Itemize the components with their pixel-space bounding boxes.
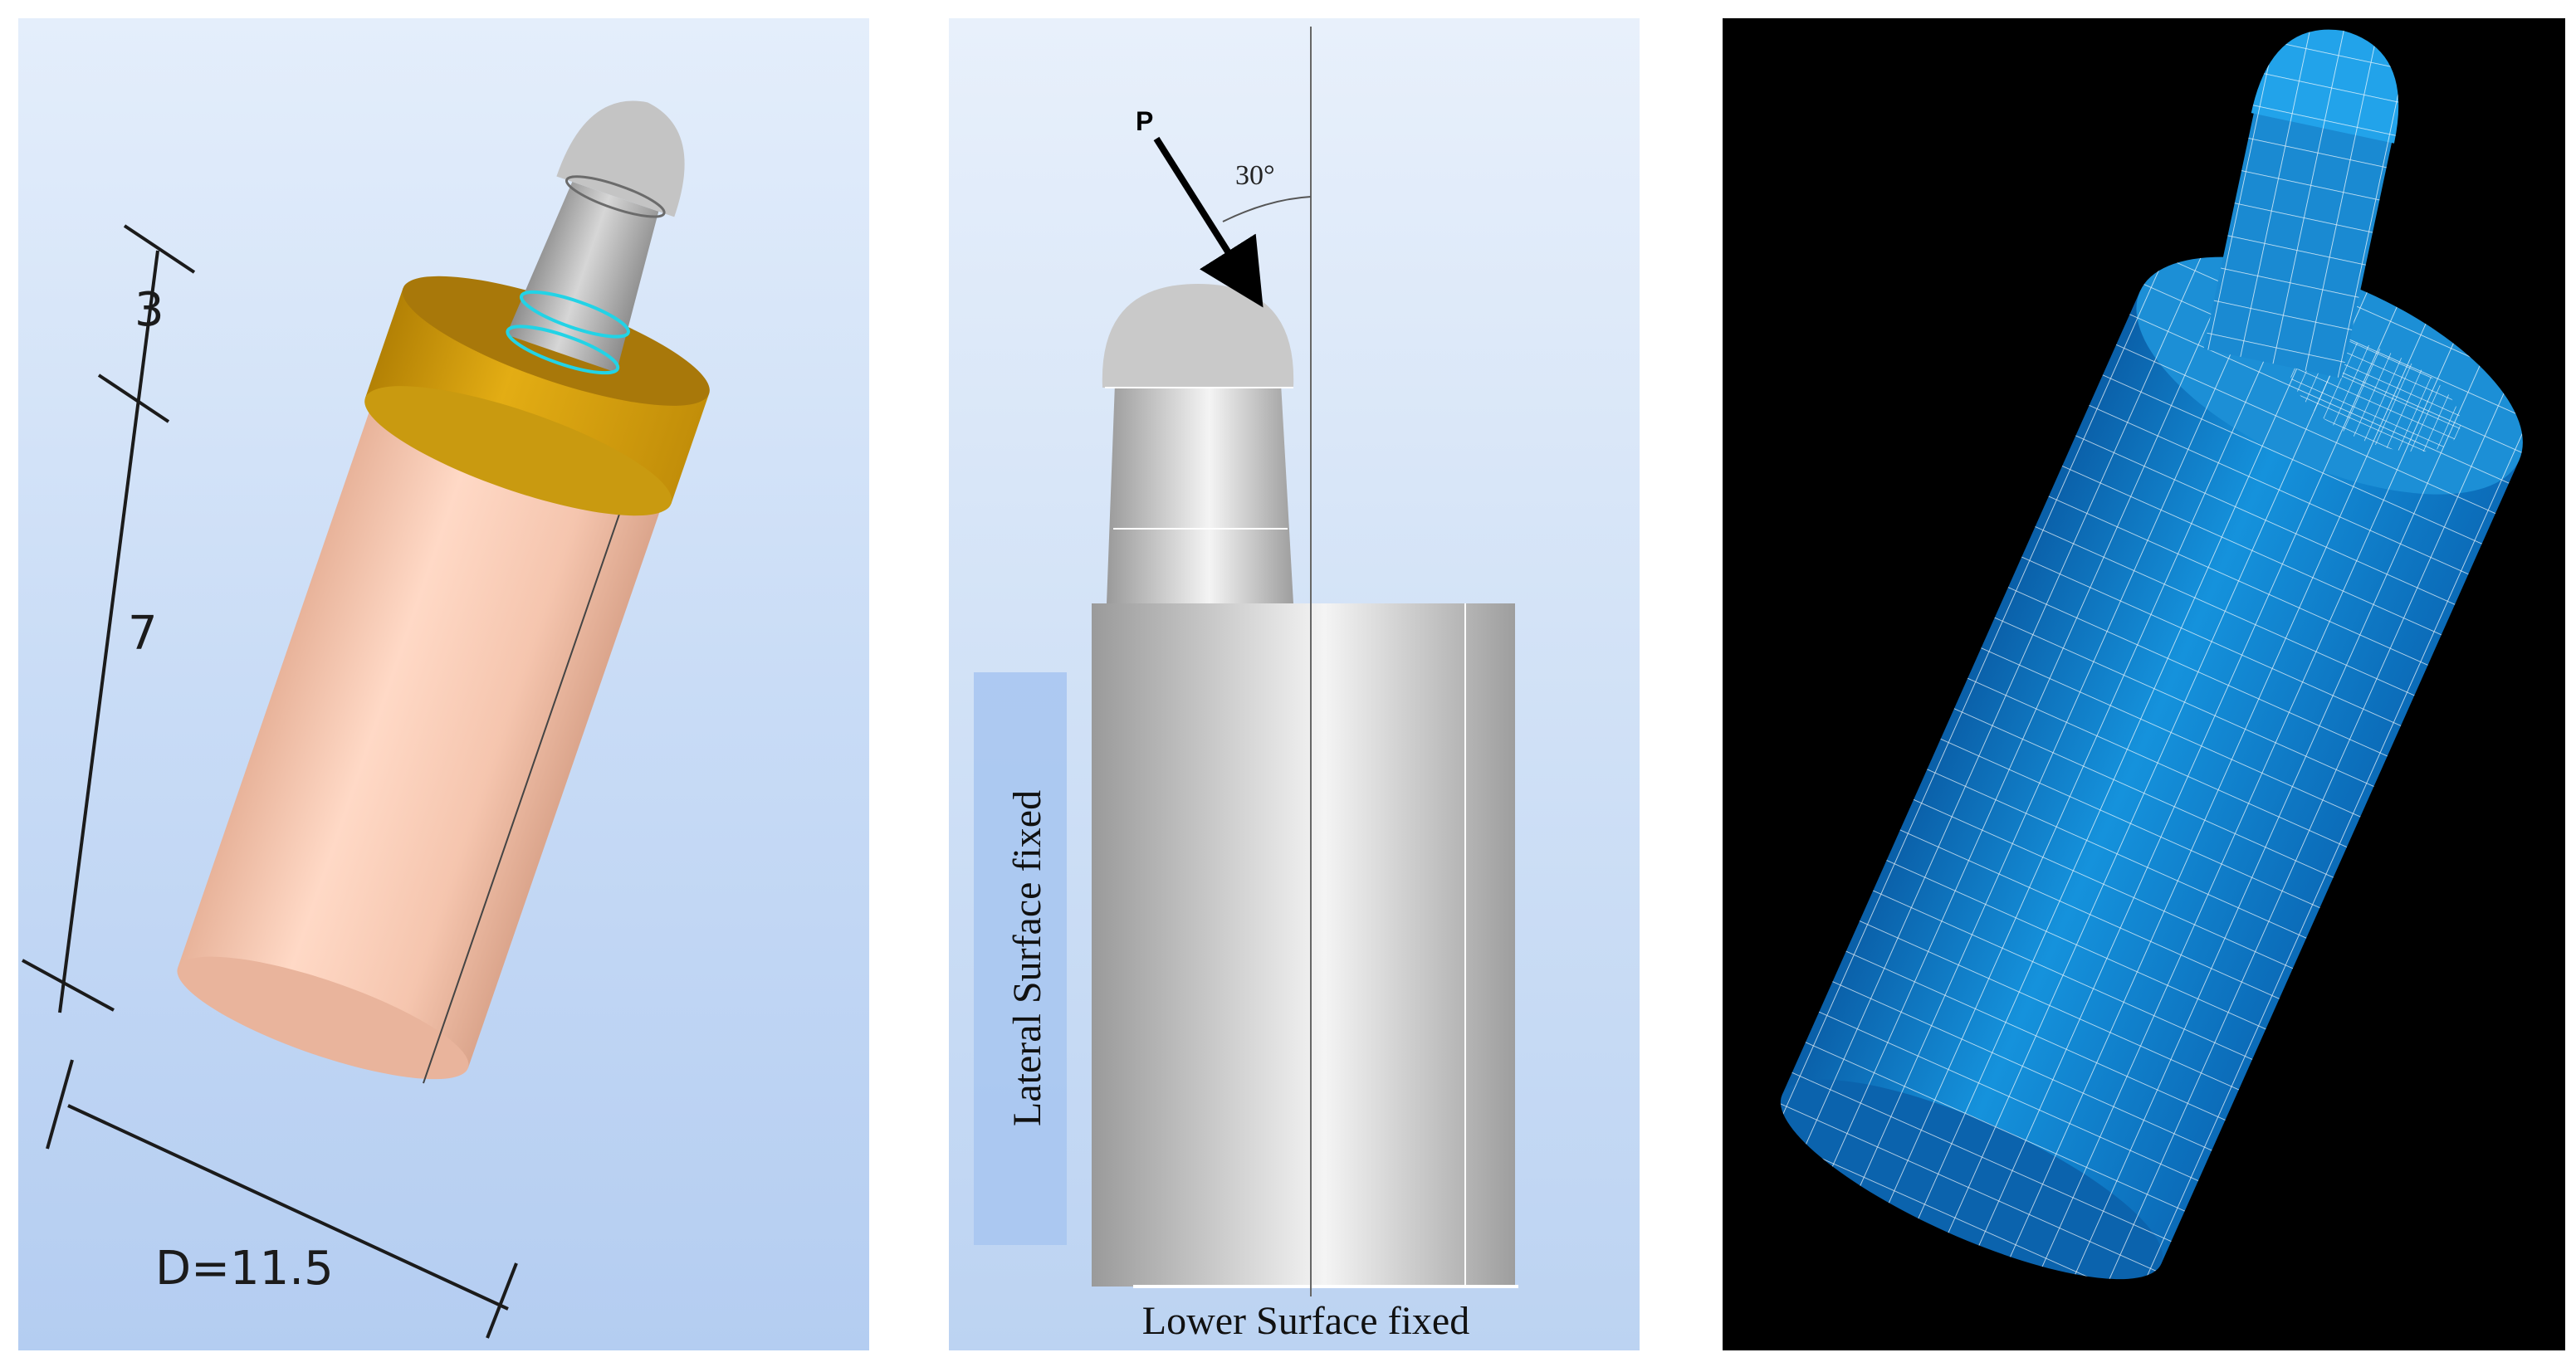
panel-fe-mesh [1723,18,2565,1350]
label-implant-height: 7 [128,607,158,661]
abutment-profile [1107,383,1293,603]
meshed-abutment [2203,29,2399,378]
fe-mesh-drawing [1780,29,2523,1280]
implant-body [1092,603,1515,1287]
abutment [506,100,685,375]
geometry-model-drawing: 3 7 D=11.5 [22,100,710,1339]
label-angle: 30° [1235,160,1275,191]
label-diameter: D=11.5 [155,1242,334,1296]
label-lateral-surface: Lateral Surface fixed [1005,790,1049,1126]
boundary-conditions-drawing: P 30° Lateral Surface fixed Lower Surfac… [974,27,1518,1343]
label-load: P [1136,106,1153,136]
angle-arc [1222,196,1312,222]
panel-geometry-model: 3 7 D=11.5 [18,18,869,1350]
implant-cylinder [177,371,674,1084]
label-lower-surface: Lower Surface fixed [1142,1299,1469,1343]
load-arrow [1153,136,1264,308]
meshed-cylinder [1780,256,2523,1280]
label-abutment-height: 3 [134,283,164,337]
panel-boundary-conditions: P 30° Lateral Surface fixed Lower Surfac… [949,18,1640,1350]
lateral-surface-band [974,672,1067,1245]
dimension-lines [22,224,518,1339]
